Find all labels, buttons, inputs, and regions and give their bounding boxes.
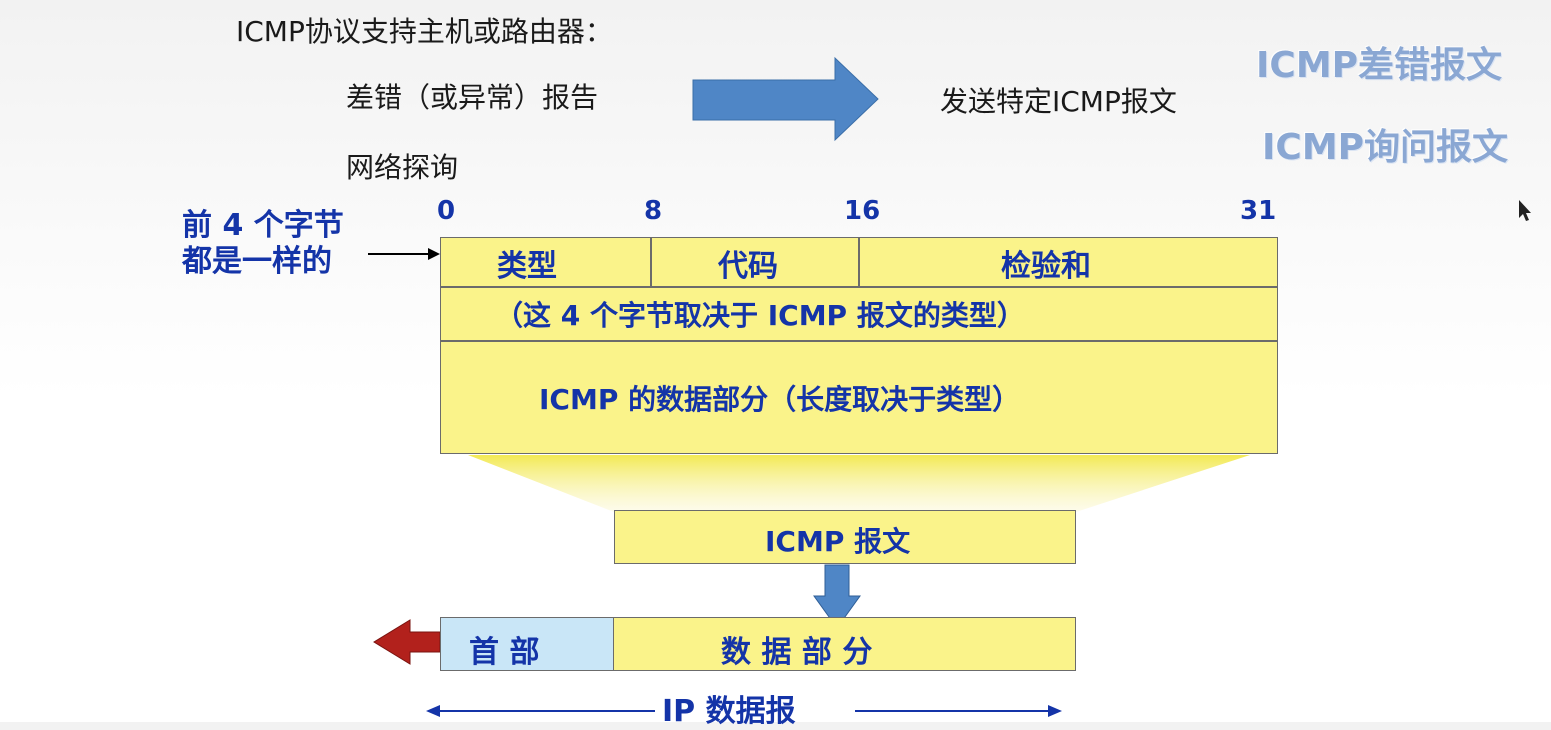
- span-right-arrowhead: [1048, 705, 1062, 717]
- icmp-message-label: ICMP 报文: [765, 525, 911, 558]
- down-arrow: [813, 564, 861, 629]
- side-note: 前 4 个字节 都是一样的: [182, 208, 344, 280]
- result-text: 发送特定ICMP报文: [940, 85, 1177, 118]
- side-note-line2: 都是一样的: [182, 244, 332, 279]
- field-code: 代码: [718, 249, 778, 284]
- bit-31: 31: [1240, 196, 1277, 226]
- red-left-arrow: [373, 619, 441, 665]
- ip-data-label: 数 据 部 分: [721, 635, 873, 670]
- encapsulation-funnel: [468, 455, 1250, 512]
- field-checksum: 检验和: [1001, 249, 1091, 284]
- item-error-report: 差错（或异常）报告: [346, 81, 599, 114]
- ip-datagram-label: IP 数据报: [662, 694, 796, 729]
- bit-0: 0: [437, 196, 456, 226]
- ip-header-label: 首 部: [469, 635, 540, 670]
- item-network-query: 网络探询: [346, 151, 459, 184]
- ip-datagram: 首 部 数 据 部 分: [440, 617, 1076, 671]
- blue-right-arrow: [692, 56, 879, 142]
- icmp-format-table: 类型 代码 检验和 （这 4 个字节取决于 ICMP 报文的类型） ICMP 的…: [440, 237, 1278, 454]
- data-row-description: ICMP 的数据部分（长度取决于类型）: [539, 383, 1021, 416]
- span-left-arrowhead: [426, 705, 440, 717]
- ip-data-cell: 数 据 部 分: [613, 617, 1076, 671]
- query-message-label: ICMP询问报文: [1262, 127, 1509, 168]
- bit-8: 8: [644, 196, 663, 226]
- row2-description: （这 4 个字节取决于 ICMP 报文的类型）: [495, 299, 1025, 332]
- side-note-line1: 前 4 个字节: [182, 208, 344, 243]
- error-message-label: ICMP差错报文: [1256, 45, 1503, 86]
- icmp-message-box: ICMP 报文: [614, 510, 1076, 564]
- ip-header-cell: 首 部: [440, 617, 614, 671]
- cursor-icon: [1519, 200, 1531, 221]
- field-type: 类型: [497, 249, 557, 284]
- intro-heading: ICMP协议支持主机或路由器：: [236, 15, 613, 48]
- bit-16: 16: [844, 196, 881, 226]
